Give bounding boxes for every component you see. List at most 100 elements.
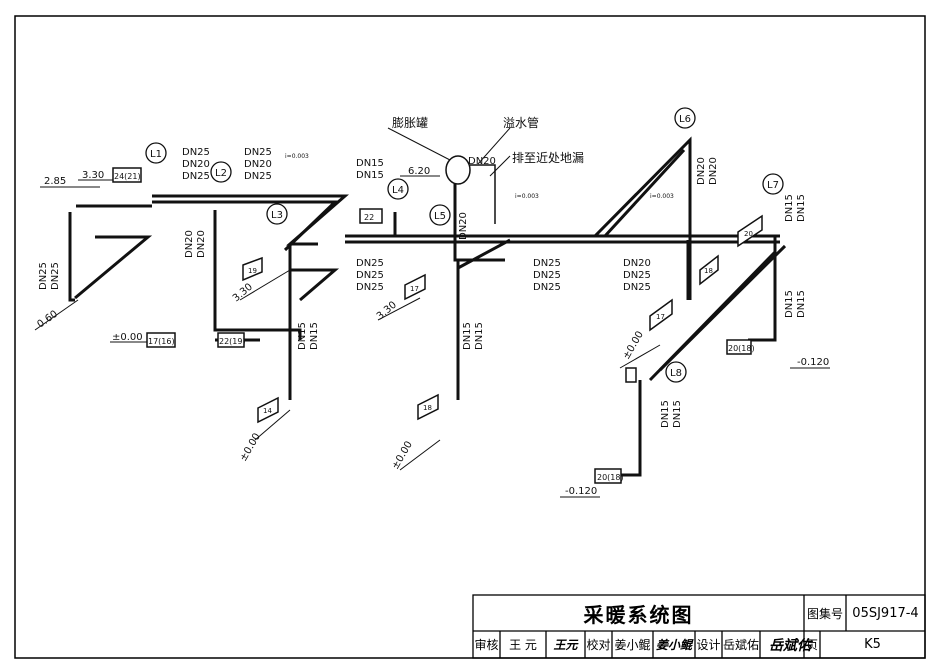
- l7-diag-b: [658, 244, 787, 372]
- label-drain: 排至近处地漏: [512, 151, 584, 165]
- dn15-v5: DN15: [784, 194, 795, 222]
- radiator-24-21: [112, 167, 142, 183]
- elev-m0-120a: -0.120: [565, 486, 597, 497]
- dn25-d: DN25: [244, 171, 272, 182]
- proofreader-name: 姜小鲲: [614, 638, 651, 652]
- overflow-pipe-line: [470, 164, 496, 224]
- left-diag: [74, 235, 153, 300]
- elev-m0-120b: -0.120: [797, 357, 829, 368]
- radiator-18b: [699, 254, 719, 286]
- drawing-text: 膨胀罐 溢水管 排至近处地漏 L1 L2 L3 L4 L5 L6 L7 L8 2…: [35, 114, 829, 497]
- marker-L4: [387, 178, 409, 200]
- marker-text-L7: L7: [767, 180, 779, 191]
- dn20-c: DN20: [468, 156, 496, 167]
- elev-3-30b: 3.30: [231, 282, 255, 305]
- rad-label-17-16: 17(16): [148, 337, 175, 346]
- elev-3-30a: 3.30: [82, 170, 104, 181]
- design-label: 设计: [696, 638, 721, 652]
- marker-L1: [145, 142, 167, 164]
- designer-name: 岳斌佑: [722, 638, 759, 652]
- dn25-v1: DN25: [38, 262, 49, 290]
- page-label: 页: [805, 638, 818, 652]
- marker-text-L8: L8: [670, 368, 682, 379]
- elev-2-85: 2.85: [44, 176, 66, 187]
- dn20-v3: DN20: [458, 212, 469, 240]
- elev-pm0-c: ±0.00: [390, 439, 415, 471]
- designer-signature: 岳斌佑: [769, 637, 811, 654]
- dn20-d: DN20: [623, 258, 651, 269]
- elev-0-60: 0.60: [35, 309, 60, 331]
- title-block: 采暖系统图 图集号 05SJ917-4 审核 王 元 王元 校对 姜小鲲 姜小鲲…: [473, 595, 925, 658]
- dn15-v8: DN15: [796, 290, 807, 318]
- riser-markers: [145, 107, 784, 383]
- reviewer-name: 王 元: [509, 638, 537, 652]
- marker-text-L1: L1: [150, 149, 162, 160]
- marker-L5: [429, 204, 451, 226]
- radiator-20a: [737, 214, 763, 248]
- rad-label-14: 14: [263, 407, 272, 415]
- slope-2: i=0.003: [515, 193, 539, 200]
- radiator-20-18a: [726, 339, 752, 355]
- marker-L2: [210, 161, 232, 183]
- proof-label: 校对: [586, 638, 611, 652]
- dn25-b: DN25: [182, 171, 210, 182]
- drawing-frame: [14, 15, 926, 659]
- dn25-k: DN25: [623, 270, 651, 281]
- radiator-22: [359, 208, 383, 224]
- l5-branch: [457, 238, 511, 270]
- dn15-v2: DN15: [309, 322, 320, 350]
- dn15-a: DN15: [356, 158, 384, 169]
- marker-text-L4: L4: [392, 185, 404, 196]
- dn25-l: DN25: [623, 282, 651, 293]
- riser-l8: [620, 380, 642, 477]
- radiator-17-16: [146, 332, 176, 348]
- elev-pm0-d: ±0.00: [621, 329, 646, 361]
- dn15-v3: DN15: [462, 322, 473, 350]
- rad-label-17a: 17: [410, 285, 419, 293]
- dn25-j: DN25: [533, 282, 561, 293]
- radiator-small: [625, 367, 637, 383]
- radiator-14: [257, 396, 279, 424]
- dn25-a: DN25: [182, 147, 210, 158]
- slope-1: i=0.003: [285, 153, 309, 160]
- dn25-h: DN25: [533, 258, 561, 269]
- rad-label-18: 18: [423, 404, 432, 412]
- slope-3: i=0.003: [650, 193, 674, 200]
- radiator-18: [417, 393, 439, 421]
- rad-label-24-21: 24(21): [114, 172, 141, 181]
- radiator-17a: [404, 273, 426, 301]
- dn25-g: DN25: [356, 282, 384, 293]
- radiator-22-19: [217, 332, 245, 348]
- rad-label-20-18a: 20(18): [728, 344, 755, 353]
- riser-l6-b: [603, 148, 686, 238]
- l3-branch: [290, 268, 340, 302]
- radiator-17b: [649, 298, 673, 332]
- riser-l6-a: [593, 136, 692, 300]
- dn20-v2: DN20: [196, 230, 207, 258]
- marker-L7: [762, 173, 784, 195]
- dn25-v2: DN25: [50, 262, 61, 290]
- marker-text-L6: L6: [679, 114, 691, 125]
- dn25-f: DN25: [356, 270, 384, 281]
- elev-3-30c: 3.30: [375, 300, 399, 323]
- dn20-v4: DN20: [696, 157, 707, 185]
- radiator-19: [242, 256, 263, 282]
- rad-label-17b: 17: [656, 313, 665, 321]
- riser-l7: [748, 236, 777, 342]
- dn15-v10: DN15: [672, 400, 683, 428]
- reviewer-signature: 王元: [553, 638, 578, 652]
- radiator-20-18b: [594, 468, 622, 484]
- dn25-c: DN25: [244, 147, 272, 158]
- page-number: K5: [864, 637, 881, 652]
- rad-label-19: 19: [248, 267, 257, 275]
- marker-L3: [266, 203, 288, 225]
- left-down: [213, 210, 302, 340]
- rad-label-22: 22: [364, 213, 374, 222]
- expansion-tank: [445, 155, 471, 185]
- elev-6-20: 6.20: [408, 166, 430, 177]
- marker-text-L5: L5: [434, 211, 446, 222]
- label-overflow-pipe: 溢水管: [503, 115, 539, 130]
- review-label: 审核: [474, 638, 499, 652]
- atlas-number: 05SJ917-4: [852, 605, 919, 621]
